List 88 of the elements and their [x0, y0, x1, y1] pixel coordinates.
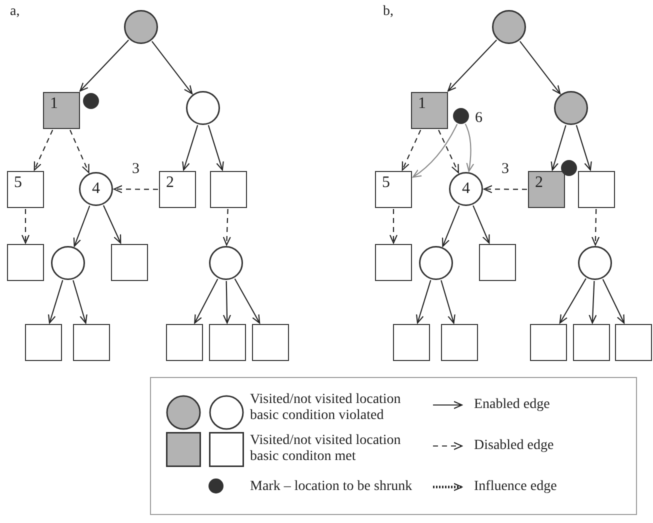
arrow — [80, 40, 129, 92]
legend-text: Visited/not visited location basic conditon met — [250, 433, 402, 465]
location-square — [375, 171, 412, 208]
panel-label: a, — [10, 4, 20, 20]
dashed-arrow — [113, 185, 158, 194]
dashed-arrow — [222, 208, 231, 246]
panel-label: b, — [383, 4, 394, 20]
location-square — [210, 171, 247, 208]
arrow — [602, 278, 625, 324]
mark-dot — [83, 93, 99, 109]
location-number: 2 — [535, 175, 543, 191]
arrow — [559, 278, 586, 324]
location-square — [393, 324, 430, 361]
location-number: 2 — [166, 175, 174, 191]
arrow — [73, 206, 90, 247]
arrow — [152, 40, 193, 94]
location-square — [7, 171, 44, 208]
dashed-arrow — [70, 130, 90, 174]
legend-text: Enabled edge — [474, 397, 551, 413]
location-circle — [124, 10, 158, 44]
location-number: 1 — [418, 96, 426, 112]
location-number: 4 — [91, 181, 101, 197]
location-number: 4 — [461, 181, 471, 197]
location-circle — [79, 172, 113, 206]
location-number: 1 — [50, 96, 58, 112]
arrow — [208, 125, 224, 171]
location-circle — [51, 246, 85, 280]
legend-text: Mark – location to be shrunk — [250, 479, 414, 495]
mark-number: 6 — [475, 110, 482, 127]
arrow — [448, 40, 497, 92]
dashed-arrow — [438, 130, 459, 174]
arrow — [588, 280, 597, 324]
arrow — [416, 280, 432, 324]
location-circle — [554, 91, 588, 125]
location-circle — [419, 246, 453, 280]
location-circle — [209, 246, 243, 280]
location-square — [530, 324, 567, 361]
legend-text: Disabled edge — [474, 438, 555, 454]
location-square — [209, 324, 246, 361]
location-square — [7, 244, 44, 281]
legend-text: Visited/not visited location basic condition violated — [250, 392, 402, 424]
location-square — [578, 171, 615, 208]
location-square — [573, 324, 610, 361]
arrow — [194, 278, 218, 324]
arrow — [72, 280, 88, 324]
arrow — [442, 205, 460, 247]
location-circle — [492, 10, 526, 44]
location-square — [615, 324, 652, 361]
dashed-arrow — [402, 130, 422, 171]
dashed-arrow — [34, 130, 54, 171]
location-number: 5 — [382, 175, 390, 191]
dashed-arrow — [483, 185, 527, 194]
dashed-arrow — [389, 209, 398, 244]
arrow — [440, 280, 456, 324]
edge-label: 3 — [501, 161, 509, 178]
location-square — [25, 324, 62, 361]
arrow — [182, 125, 198, 171]
location-square — [111, 244, 148, 281]
location-circle — [578, 246, 612, 280]
arrow — [234, 278, 260, 324]
location-square — [528, 171, 565, 208]
location-number: 5 — [14, 175, 22, 191]
arrow — [550, 125, 566, 171]
arrow — [222, 280, 232, 324]
curved-arrow — [412, 124, 458, 178]
location-square — [159, 171, 196, 208]
location-square — [252, 324, 289, 361]
arrow — [472, 205, 490, 244]
arrow — [102, 205, 122, 244]
arrow — [520, 40, 561, 94]
dashed-arrow — [591, 209, 600, 246]
edge-label: 3 — [132, 161, 140, 178]
location-circle — [186, 91, 220, 125]
location-square — [43, 92, 80, 129]
location-square — [479, 244, 516, 281]
mark-dot — [453, 108, 469, 124]
location-square — [166, 324, 203, 361]
mark-dot — [561, 160, 577, 176]
legend-text: Influence edge — [474, 479, 558, 495]
arrow — [48, 280, 64, 324]
location-square — [73, 324, 110, 361]
arrow — [576, 125, 592, 171]
dashed-arrow — [21, 209, 30, 244]
location-square — [441, 324, 478, 361]
location-circle — [449, 172, 483, 206]
curved-arrow — [464, 124, 474, 172]
location-square — [375, 244, 412, 281]
location-square — [411, 92, 448, 129]
